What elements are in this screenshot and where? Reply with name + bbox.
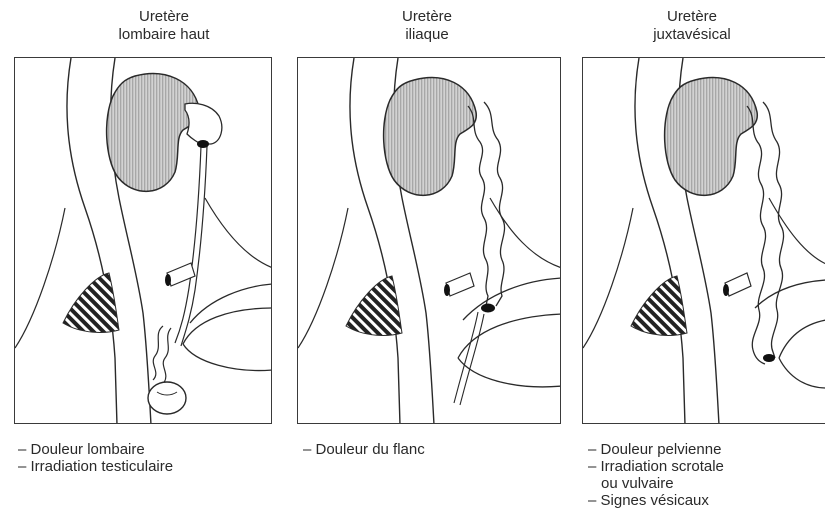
abdominal-wall [583,208,633,348]
vessel-section [165,274,171,286]
panel-3-note-4: – Signes vésicaux [588,492,724,509]
bladder-wall [183,308,272,344]
panel-2-diagram [297,57,561,424]
panel-3-note-1: – Douleur pelvienne [588,441,724,458]
panel-1-note-1: – Douleur lombaire [18,441,173,458]
kidney [665,78,758,196]
bladder-dome [755,280,825,308]
testis [148,382,186,414]
inguinal-region [346,276,402,335]
panel-3-note-2: – Irradiation scrotale [588,458,724,475]
flank-line [769,198,825,264]
inguinal-region [63,273,119,332]
panel-1-title: Uretère lombaire haut [64,8,264,44]
panel-2-title-line2: iliaque [327,26,527,44]
ureter-left-wall [747,106,766,350]
bladder-wall [779,320,825,358]
panel-2-title-line1: Uretère [327,8,527,26]
panel-1-title-line2: lombaire haut [64,26,264,44]
bladder-wall [458,314,561,358]
panel-3-title-line2: juxtavésical [592,26,792,44]
stone-marker [481,304,495,313]
panel-3-title-line1: Uretère [592,8,792,26]
renal-pelvis [185,103,222,144]
panel-1-title-line1: Uretère [64,8,264,26]
flank-line [205,198,272,268]
ureter-distal-2 [460,314,484,405]
panel-3-note-3: ou vulvaire [588,475,724,492]
bladder-dome [190,284,272,323]
bladder-floor [458,358,561,387]
bladder-floor [779,358,825,388]
kidney [384,78,477,196]
inguinal-region [631,276,687,335]
ureter-left-wall [175,146,201,343]
panel-2-title: Uretère iliaque [327,8,527,44]
panel-2-note-1: – Douleur du flanc [303,441,425,458]
panel-1-notes: – Douleur lombaire – Irradiation testicu… [18,441,173,475]
iliac-vessel [446,273,474,296]
panel-1-note-2: – Irradiation testiculaire [18,458,173,475]
vessel-section [444,284,450,296]
kidney [107,74,200,192]
panel-3-diagram [582,57,825,424]
panel-1-diagram [14,57,272,424]
abdominal-wall [15,208,65,348]
panel-3-notes: – Douleur pelvienne – Irradiation scrota… [588,441,724,509]
abdominal-wall [298,208,348,348]
spermatic-cord-2 [163,328,171,384]
panel-3-title: Uretère juxtavésical [592,8,792,44]
stone-marker [763,354,775,362]
iliac-vessel [167,263,195,286]
iliac-vessel [725,273,751,296]
panel-3-illustration [583,58,825,424]
stone-marker [197,140,209,148]
panel-2-illustration [298,58,561,424]
panel-2-notes: – Douleur du flanc [303,441,425,458]
ureter-right-wall [763,102,784,358]
panel-1-illustration [15,58,272,424]
spermatic-cord [153,326,163,380]
vessel-section [723,284,729,296]
bladder-floor [183,344,272,371]
